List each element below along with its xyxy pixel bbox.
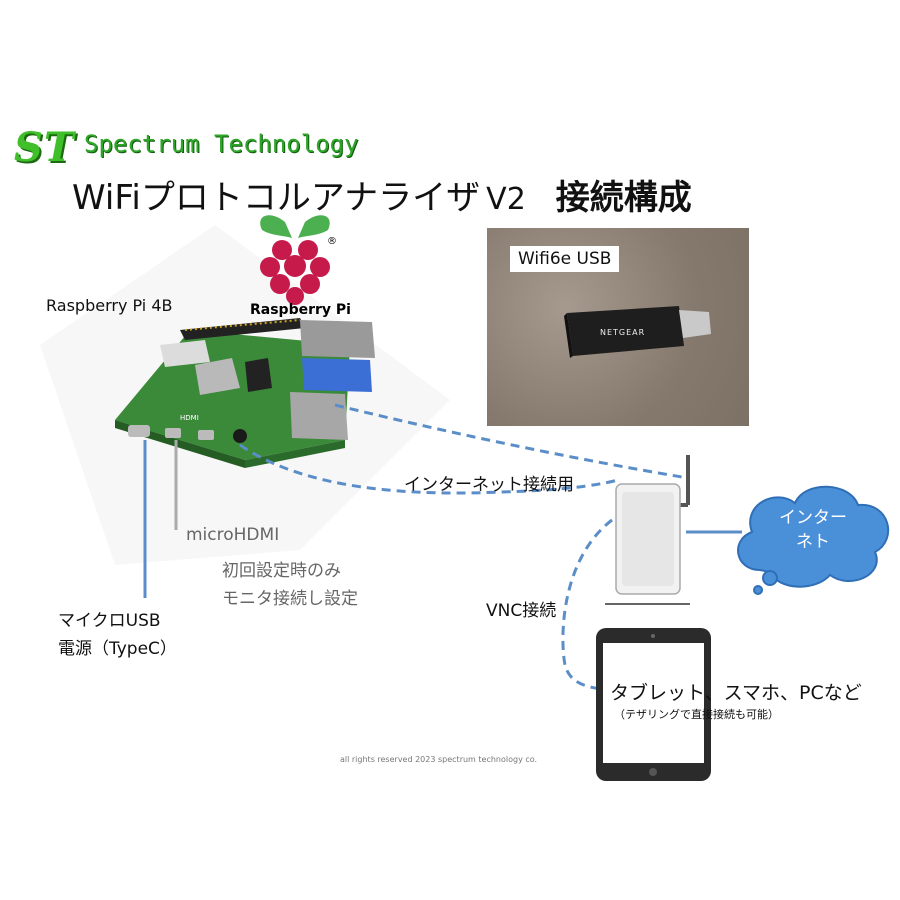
power-label-line2: 電源（TypeC） [58, 639, 177, 659]
hdmi-note-line2: モニタ接続し設定 [222, 589, 358, 609]
netgear-brand: NETGEAR [600, 328, 645, 337]
cloud-label: インター ネト [738, 506, 888, 554]
cloud-label-line2: ネト [796, 532, 830, 552]
hdmi-silk-label: HDMI [180, 414, 199, 422]
logo-text: Spectrum Technology [84, 130, 359, 158]
router-icon [605, 455, 690, 605]
power-label-line1: マイクロUSB [58, 611, 161, 631]
cloud-label-line1: インター [779, 508, 847, 528]
registered-mark: ® [327, 236, 337, 247]
internet-cloud-icon [737, 485, 890, 595]
title-sub: 接続構成 [555, 178, 692, 218]
internet-link-line [239, 443, 619, 495]
vnc-connection-label: VNC接続 [486, 601, 557, 621]
raspberry-pi-board [115, 318, 375, 468]
logo-mark: ST [14, 124, 75, 171]
title-version: V2 [486, 182, 526, 217]
internet-connection-label: インターネット接続用 [404, 475, 574, 495]
microhdmi-label: microHDMI [186, 525, 280, 545]
netgear-dongle-icon: NETGEAR [564, 306, 711, 358]
raspberry-brand-label: Raspberry Pi [250, 302, 351, 318]
copyright-footer: all rights reserved 2023 spectrum techno… [340, 755, 538, 764]
wifi-link-line [334, 403, 689, 480]
hdmi-note-line1: 初回設定時のみ [222, 561, 341, 581]
tablet-icon [596, 628, 711, 781]
board-label: Raspberry Pi 4B [46, 296, 173, 315]
raspberry-pi-logo-icon [260, 215, 330, 305]
title-main: WiFiプロトコルアナライザ [72, 178, 481, 218]
tablet-label: タブレット、スマホ、PCなど [610, 682, 862, 704]
tablet-note: （テザリングで直接接続も可能） [614, 708, 779, 721]
wifi6e-usb-label: Wifi6e USB [510, 246, 620, 272]
